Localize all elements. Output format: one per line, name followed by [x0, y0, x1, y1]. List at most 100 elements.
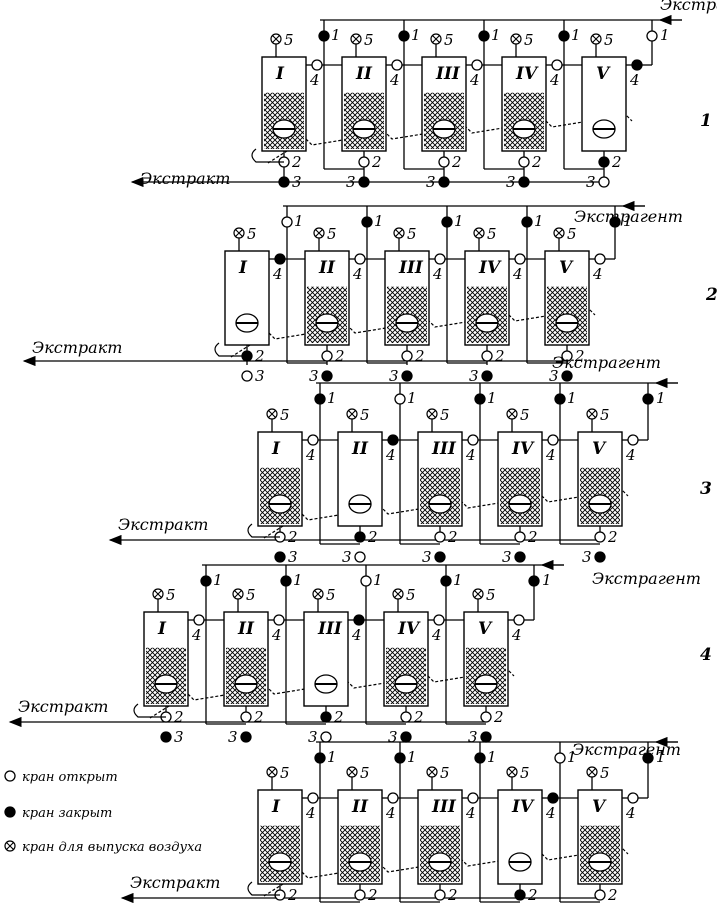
overflow-4-open-valve-icon[interactable] — [471, 59, 483, 71]
outlet-2-open-valve-icon[interactable] — [434, 889, 446, 901]
outlet-3-closed-valve-icon[interactable] — [480, 731, 492, 743]
outlet-2-open-valve-icon[interactable] — [561, 350, 573, 362]
overflow-4-open-valve-icon[interactable] — [514, 253, 526, 265]
overflow-4-open-valve-icon[interactable] — [391, 59, 403, 71]
outlet-3-closed-valve-icon[interactable] — [400, 731, 412, 743]
overflow-4-open-valve-icon[interactable] — [467, 434, 479, 446]
air-release-valve-icon[interactable] — [393, 227, 405, 239]
overflow-4-open-valve-icon[interactable] — [354, 253, 366, 265]
inlet-1-closed-valve-icon[interactable] — [394, 752, 406, 764]
air-release-valve-icon[interactable] — [426, 766, 438, 778]
overflow-4-open-valve-icon[interactable] — [311, 59, 323, 71]
outlet-3-open-valve-icon[interactable] — [320, 731, 332, 743]
outlet-2-open-valve-icon[interactable] — [594, 531, 606, 543]
inlet-1-last-closed-valve-icon[interactable] — [609, 216, 621, 228]
outlet-2-open-valve-icon[interactable] — [481, 350, 493, 362]
inlet-1-closed-valve-icon[interactable] — [521, 216, 533, 228]
inlet-1-closed-valve-icon[interactable] — [554, 393, 566, 405]
overflow-4-closed-valve-icon[interactable] — [274, 253, 286, 265]
overflow-4-open-valve-icon[interactable] — [193, 614, 205, 626]
outlet-3-open-valve-icon[interactable] — [354, 551, 366, 563]
outlet-2-open-valve-icon[interactable] — [514, 531, 526, 543]
outlet-3-closed-valve-icon[interactable] — [594, 551, 606, 563]
overflow-4-closed-valve-icon[interactable] — [631, 59, 643, 71]
inlet-1-closed-valve-icon[interactable] — [440, 575, 452, 587]
overflow-4-open-valve-icon[interactable] — [627, 434, 639, 446]
overflow-4-open-valve-icon[interactable] — [307, 792, 319, 804]
inlet-1-closed-valve-icon[interactable] — [398, 30, 410, 42]
outlet-2-closed-valve-icon[interactable] — [320, 711, 332, 723]
inlet-1-open-valve-icon[interactable] — [554, 752, 566, 764]
air-release-valve-icon[interactable] — [586, 766, 598, 778]
inlet-1-last-open-valve-icon[interactable] — [646, 30, 658, 42]
overflow-4-closed-valve-icon[interactable] — [387, 434, 399, 446]
air-release-valve-icon[interactable] — [266, 408, 278, 420]
outlet-2-closed-valve-icon[interactable] — [514, 889, 526, 901]
outlet-3-closed-valve-icon[interactable] — [438, 176, 450, 188]
inlet-1-closed-valve-icon[interactable] — [558, 30, 570, 42]
overflow-4-open-valve-icon[interactable] — [433, 614, 445, 626]
outlet-3-closed-valve-icon[interactable] — [274, 551, 286, 563]
overflow-4-closed-valve-icon[interactable] — [353, 614, 365, 626]
inlet-1-closed-valve-icon[interactable] — [441, 216, 453, 228]
air-release-valve-icon[interactable] — [430, 33, 442, 45]
air-release-valve-icon[interactable] — [313, 227, 325, 239]
outlet-2-open-valve-icon[interactable] — [438, 156, 450, 168]
outlet-2-open-valve-icon[interactable] — [480, 711, 492, 723]
outlet-2-open-valve-icon[interactable] — [354, 889, 366, 901]
inlet-1-last-closed-valve-icon[interactable] — [528, 575, 540, 587]
inlet-1-open-valve-icon[interactable] — [360, 575, 372, 587]
air-release-valve-icon[interactable] — [312, 588, 324, 600]
outlet-2-open-valve-icon[interactable] — [434, 531, 446, 543]
overflow-4-open-valve-icon[interactable] — [547, 434, 559, 446]
outlet-2-open-valve-icon[interactable] — [594, 889, 606, 901]
outlet-2-open-valve-icon[interactable] — [401, 350, 413, 362]
overflow-4-open-valve-icon[interactable] — [627, 792, 639, 804]
outlet-2-open-valve-icon[interactable] — [518, 156, 530, 168]
overflow-4-closed-valve-icon[interactable] — [547, 792, 559, 804]
outlet-3-closed-valve-icon[interactable] — [358, 176, 370, 188]
overflow-4-open-valve-icon[interactable] — [307, 434, 319, 446]
outlet-3-closed-valve-icon[interactable] — [160, 731, 172, 743]
air-release-valve-icon[interactable] — [586, 408, 598, 420]
air-release-valve-icon[interactable] — [266, 766, 278, 778]
inlet-1-closed-valve-icon[interactable] — [474, 393, 486, 405]
air-release-valve-icon[interactable] — [510, 33, 522, 45]
air-release-valve-icon[interactable] — [232, 588, 244, 600]
air-release-valve-icon[interactable] — [506, 408, 518, 420]
air-release-valve-icon[interactable] — [472, 588, 484, 600]
outlet-2-open-valve-icon[interactable] — [400, 711, 412, 723]
outlet-2-open-valve-icon[interactable] — [321, 350, 333, 362]
inlet-1-last-closed-valve-icon[interactable] — [642, 752, 654, 764]
air-release-valve-icon[interactable] — [270, 33, 282, 45]
inlet-1-closed-valve-icon[interactable] — [361, 216, 373, 228]
air-release-valve-icon[interactable] — [426, 408, 438, 420]
overflow-4-open-valve-icon[interactable] — [594, 253, 606, 265]
overflow-4-open-valve-icon[interactable] — [467, 792, 479, 804]
outlet-2-closed-valve-icon[interactable] — [354, 531, 366, 543]
inlet-1-open-valve-icon[interactable] — [394, 393, 406, 405]
air-release-valve-icon[interactable] — [233, 227, 245, 239]
air-release-valve-icon[interactable] — [473, 227, 485, 239]
inlet-1-closed-valve-icon[interactable] — [200, 575, 212, 587]
overflow-4-open-valve-icon[interactable] — [551, 59, 563, 71]
air-release-valve-icon[interactable] — [590, 33, 602, 45]
outlet-3-open-valve-icon[interactable] — [598, 176, 610, 188]
outlet-3-open-valve-icon[interactable] — [241, 370, 253, 382]
outlet-2-closed-valve-icon[interactable] — [598, 156, 610, 168]
air-release-valve-icon[interactable] — [346, 408, 358, 420]
overflow-4-open-valve-icon[interactable] — [387, 792, 399, 804]
overflow-4-open-valve-icon[interactable] — [273, 614, 285, 626]
overflow-4-open-valve-icon[interactable] — [434, 253, 446, 265]
air-release-valve-icon[interactable] — [506, 766, 518, 778]
outlet-2-open-valve-icon[interactable] — [240, 711, 252, 723]
inlet-1-closed-valve-icon[interactable] — [318, 30, 330, 42]
air-release-valve-icon[interactable] — [152, 588, 164, 600]
outlet-3-closed-valve-icon[interactable] — [321, 370, 333, 382]
inlet-1-closed-valve-icon[interactable] — [314, 393, 326, 405]
outlet-3-closed-valve-icon[interactable] — [434, 551, 446, 563]
outlet-3-closed-valve-icon[interactable] — [240, 731, 252, 743]
outlet-3-closed-valve-icon[interactable] — [481, 370, 493, 382]
inlet-1-closed-valve-icon[interactable] — [280, 575, 292, 587]
air-release-valve-icon[interactable] — [392, 588, 404, 600]
